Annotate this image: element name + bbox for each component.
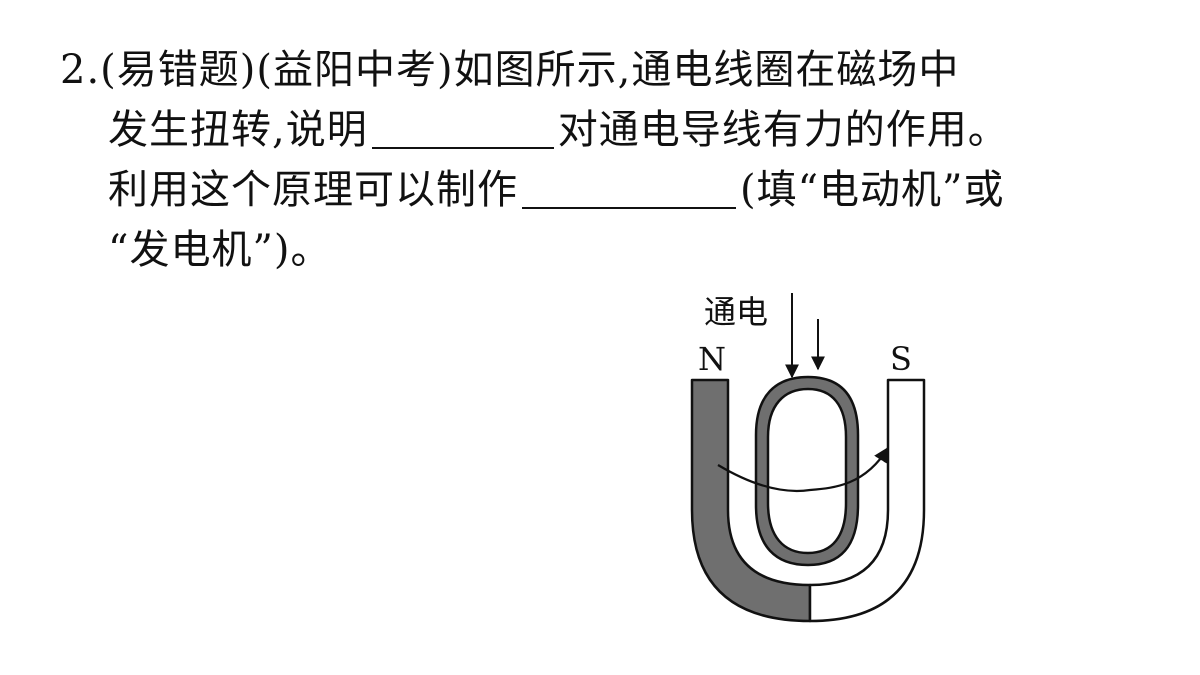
figure-svg: 通电 N S — [690, 293, 926, 623]
rotation-arrow — [717, 446, 889, 493]
north-pole-label: N — [698, 340, 726, 378]
question-block: 2.(易错题)(益阳中考)如图所示,通电线圈在磁场中 发生扭转,说明 对通电导线有… — [60, 40, 1160, 280]
question-line-4: “发电机”)。 — [60, 220, 1160, 280]
answer-blank-2[interactable] — [522, 167, 736, 209]
magnet-north-pole — [690, 378, 812, 623]
question-stem-part-6: “发电机”)。 — [108, 227, 332, 273]
question-stem-part-4: 利用这个原理可以制作 — [108, 167, 518, 213]
question-stem-part-3: 对通电导线有力的作用。 — [557, 107, 1009, 153]
question-number: 2. — [60, 47, 101, 93]
question-tag-error-prone: (易错题) — [100, 47, 257, 93]
current-label: 通电 — [704, 293, 768, 331]
question-stem-part-2: 发生扭转,说明 — [108, 107, 368, 153]
question-stem-part-1: 如图所示,通电线圈在磁场中 — [453, 47, 960, 93]
question-line-3: 利用这个原理可以制作 (填“电动机”或 — [60, 160, 1160, 220]
question-tag-source: (益阳中考) — [256, 47, 454, 93]
magnet-south-pole — [808, 378, 926, 623]
coil-loop — [754, 375, 860, 567]
south-pole-label: S — [890, 340, 912, 378]
answer-blank-1[interactable] — [371, 107, 554, 149]
question-line-1: 2.(易错题)(益阳中考)如图所示,通电线圈在磁场中 — [60, 40, 1160, 100]
question-stem-part-5: (填“电动机”或 — [740, 167, 1005, 213]
magnet-coil-figure: 通电 N S — [660, 285, 960, 645]
question-line-2: 发生扭转,说明 对通电导线有力的作用。 — [60, 100, 1160, 160]
